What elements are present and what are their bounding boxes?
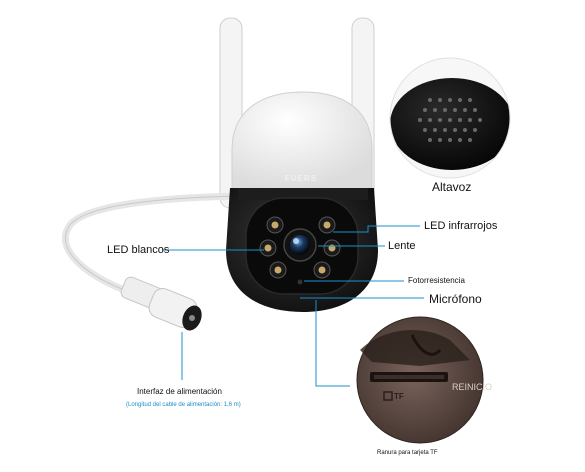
label-photoresistor: Fotorresistencia xyxy=(408,276,465,285)
power-connector xyxy=(120,276,202,331)
callout-lines xyxy=(162,225,424,387)
label-lens: Lente xyxy=(388,240,416,252)
label-power: Interfaz de alimentación xyxy=(137,387,222,396)
speaker-holes xyxy=(418,98,482,142)
label-microphone: Micrófono xyxy=(429,292,482,306)
brand-logo: FUERS xyxy=(285,174,318,183)
callout-ir-led xyxy=(333,225,420,233)
led-dots xyxy=(259,216,341,279)
label-power-note: (Longitud del cable de alimentación: 1,6… xyxy=(126,402,241,408)
speaker-inset xyxy=(389,57,511,179)
callout-tf-slot xyxy=(315,300,350,387)
tf-slot-inset xyxy=(356,316,484,444)
label-reset: REINICIO xyxy=(452,382,493,392)
label-ir-led: LED infrarrojos xyxy=(424,220,498,232)
photoresistor-dot xyxy=(297,279,303,285)
label-white-led: LED blancos xyxy=(107,244,170,256)
label-speaker: Altavoz xyxy=(432,180,472,194)
main-lens xyxy=(283,228,317,262)
camera-dome xyxy=(231,91,373,191)
label-tf-slot: Ranura para tarjeta TF xyxy=(377,450,438,456)
label-tf: TF xyxy=(394,392,404,401)
